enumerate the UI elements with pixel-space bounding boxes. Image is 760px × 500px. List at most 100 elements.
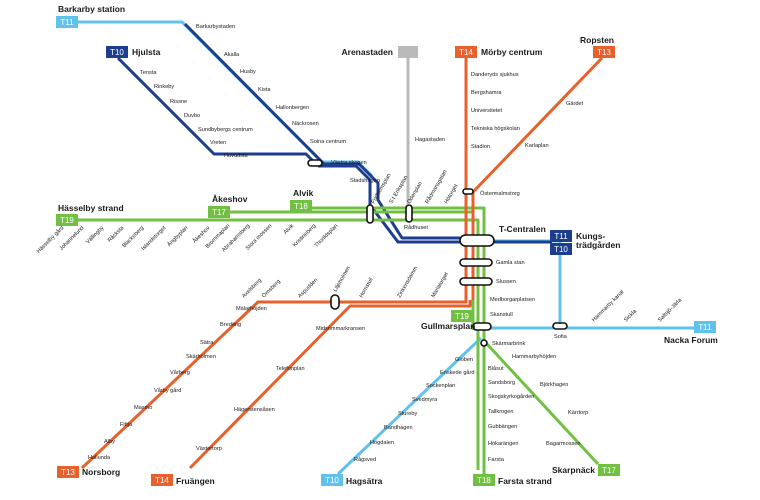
station-enskede-gard[interactable]: Enskede gård [440, 369, 475, 376]
arenastaden-grey-badge[interactable] [398, 46, 418, 58]
t-centralen-marker[interactable] [459, 234, 495, 247]
station-danderyds-sjukhus[interactable]: Danderyds sjukhus [471, 72, 519, 78]
terminal-hagsatra[interactable]: Hagsätra [346, 476, 383, 486]
station-aspudden[interactable]: Aspudden [297, 277, 319, 299]
station-hokarangen[interactable]: Hökarängen [488, 441, 518, 447]
terminal-alvik[interactable]: Alvik [293, 188, 314, 198]
station-hotorget[interactable]: Hötorget [444, 183, 460, 205]
station-hornstull[interactable]: Hornstull [359, 277, 375, 299]
station-tallkrogen[interactable]: Tallkrogen [488, 409, 514, 415]
terminal-hjulsta[interactable]: Hjulsta [132, 47, 161, 57]
station-zinkensdamm[interactable]: Zinkensdamm [397, 265, 420, 299]
terminal-barkarby-station[interactable]: Barkarby station [58, 4, 125, 14]
station-duvbo[interactable]: Duvbo [184, 113, 200, 119]
badge-t14-morby[interactable]: T14 [455, 46, 477, 58]
badge-t17-akeshov[interactable]: T17 [208, 206, 230, 218]
badge-t17-skarpnack[interactable]: T17 [598, 464, 620, 476]
gullmarsplan-marker[interactable] [472, 322, 492, 331]
station-bagarmossen[interactable]: Bagarmossen [546, 441, 581, 447]
station-telefonplan[interactable]: Telefonplan [276, 366, 305, 372]
station-bergshamra[interactable]: Bergshamra [471, 90, 502, 96]
station-satra[interactable]: Sätra [200, 340, 214, 346]
skarmarbrink-marker[interactable] [480, 339, 488, 347]
fridhemsplan-marker[interactable] [366, 204, 374, 224]
liljeholmen-marker[interactable] [330, 294, 340, 310]
station-gardet[interactable]: Gärdet [566, 101, 584, 107]
station-skarholmen[interactable]: Skärholmen [186, 354, 216, 360]
station-varby-gard[interactable]: Vårby gård [154, 387, 181, 394]
terminal-morby-centrum[interactable]: Mörby centrum [481, 47, 543, 57]
badge-t19-gullmarsplan[interactable]: T19 [451, 310, 473, 322]
station-solna-centrum[interactable]: Solna centrum [310, 139, 346, 145]
vastra-skogen-marker[interactable] [307, 159, 323, 167]
badge-t10-hagsatra[interactable]: T10 [321, 474, 343, 486]
station-rissne[interactable]: Rissne [170, 99, 187, 105]
terminal-kungstradgarden-line1[interactable]: Kungs- [576, 231, 605, 241]
station-bjorkhagen[interactable]: Björkhagen [540, 382, 568, 388]
badge-t10-kungstradgarden[interactable]: T10 [550, 243, 572, 255]
station-sofia[interactable]: Sofia [554, 334, 568, 340]
station-universitetet[interactable]: Universitetet [471, 108, 503, 114]
station-hallunda[interactable]: Hallunda [88, 455, 111, 461]
station-ostermalmstorg[interactable]: Östermalmstorg [480, 190, 520, 197]
station-hagerstensasen[interactable]: Hägerstensåsen [234, 406, 275, 413]
station-alvik[interactable]: Alvik [283, 223, 296, 236]
terminal-farsta-strand[interactable]: Farsta strand [498, 476, 552, 486]
terminal-akeshov[interactable]: Åkeshov [212, 194, 248, 204]
badge-t11-nacka[interactable]: T11 [694, 321, 716, 333]
station-svedmyra[interactable]: Svedmyra [412, 397, 438, 403]
station-saltsjo-jarla[interactable]: Saltsjö-Järla [657, 297, 684, 324]
slussen-marker[interactable] [459, 277, 493, 286]
station-huvudsta[interactable]: Huvudsta [224, 153, 249, 159]
station-hallonbergen[interactable]: Hallonbergen [276, 105, 309, 111]
station-karrtorp[interactable]: Kärrtorp [568, 410, 588, 416]
station-midsommarkransen[interactable]: Midsommarkransen [316, 326, 365, 332]
badge-t14-fruangen[interactable]: T14 [151, 474, 173, 486]
station-alby[interactable]: Alby [104, 439, 115, 445]
station-skarmarbrink[interactable]: Skärmarbrink [492, 341, 525, 347]
station-slussen[interactable]: Slussen [496, 279, 516, 285]
station-ornsberg[interactable]: Örnsberg [260, 278, 281, 299]
station-akalla[interactable]: Akalla [224, 52, 240, 58]
station-skanstull[interactable]: Skanstull [490, 312, 513, 318]
terminal-gullmarsplan[interactable]: Gullmarsplan [421, 321, 475, 331]
station-stureby[interactable]: Stureby [398, 411, 417, 417]
station-globen[interactable]: Globen [455, 357, 473, 363]
station-hagastaden[interactable]: Hagastaden [415, 137, 445, 143]
station-sundbybergs-centrum[interactable]: Sundbybergs centrum [198, 127, 253, 133]
station-liljeholmen[interactable]: Liljeholmen [333, 265, 352, 293]
station-medborgarplatsen[interactable]: Medborgarplatsen [490, 297, 535, 303]
station-nackrosen[interactable]: Näckrosen [292, 121, 319, 127]
station-hogdalen[interactable]: Högdalen [370, 440, 394, 446]
station-ragsved[interactable]: Rågsved [354, 456, 376, 463]
station-axelsberg[interactable]: Axelsberg [241, 278, 263, 300]
station-malarhojden[interactable]: Mälarhöjden [236, 306, 267, 312]
station-vastra-skogen[interactable]: Västra skogen [331, 160, 367, 166]
terminal-t-centralen[interactable]: T-Centralen [499, 224, 546, 234]
station-farsta[interactable]: Farsta [488, 457, 505, 463]
station-bandhagen[interactable]: Bandhagen [384, 425, 413, 431]
station-rinkeby[interactable]: Rinkeby [154, 84, 174, 90]
station-husby[interactable]: Husby [240, 69, 256, 75]
station-stadshagen[interactable]: Stadshagen [350, 178, 380, 184]
station-barkarbystaden[interactable]: Barkarbystaden [196, 24, 235, 30]
terminal-ropsten[interactable]: Ropsten [580, 35, 614, 45]
terminal-fruangen[interactable]: Fruängen [176, 476, 215, 486]
odenplan-marker[interactable] [405, 204, 413, 223]
sofia-marker[interactable] [552, 322, 568, 330]
badge-t19-hasselby[interactable]: T19 [56, 214, 78, 226]
station-bredang[interactable]: Bredäng [220, 322, 241, 328]
ostermalmstorg-marker[interactable] [462, 188, 474, 195]
station-masmo[interactable]: Masmo [134, 405, 152, 411]
station-mariatorget[interactable]: Mariatorget [431, 271, 451, 299]
station-radhuset[interactable]: Rådhuset [404, 224, 428, 231]
station-sickla[interactable]: Sickla [623, 308, 638, 323]
badge-t18-farsta[interactable]: T18 [473, 474, 495, 486]
terminal-arenastaden[interactable]: Arenastaden [342, 47, 394, 57]
badge-t11-barkarby[interactable]: T11 [56, 16, 78, 28]
terminal-kungstradgarden-line2[interactable]: trädgården [576, 240, 620, 250]
badge-t10-hjulsta[interactable]: T10 [106, 46, 128, 58]
terminal-nacka-forum[interactable]: Nacka Forum [664, 335, 718, 345]
badge-t13-norsborg[interactable]: T13 [57, 466, 79, 478]
station-vastertorp[interactable]: Västertorp [196, 446, 222, 452]
